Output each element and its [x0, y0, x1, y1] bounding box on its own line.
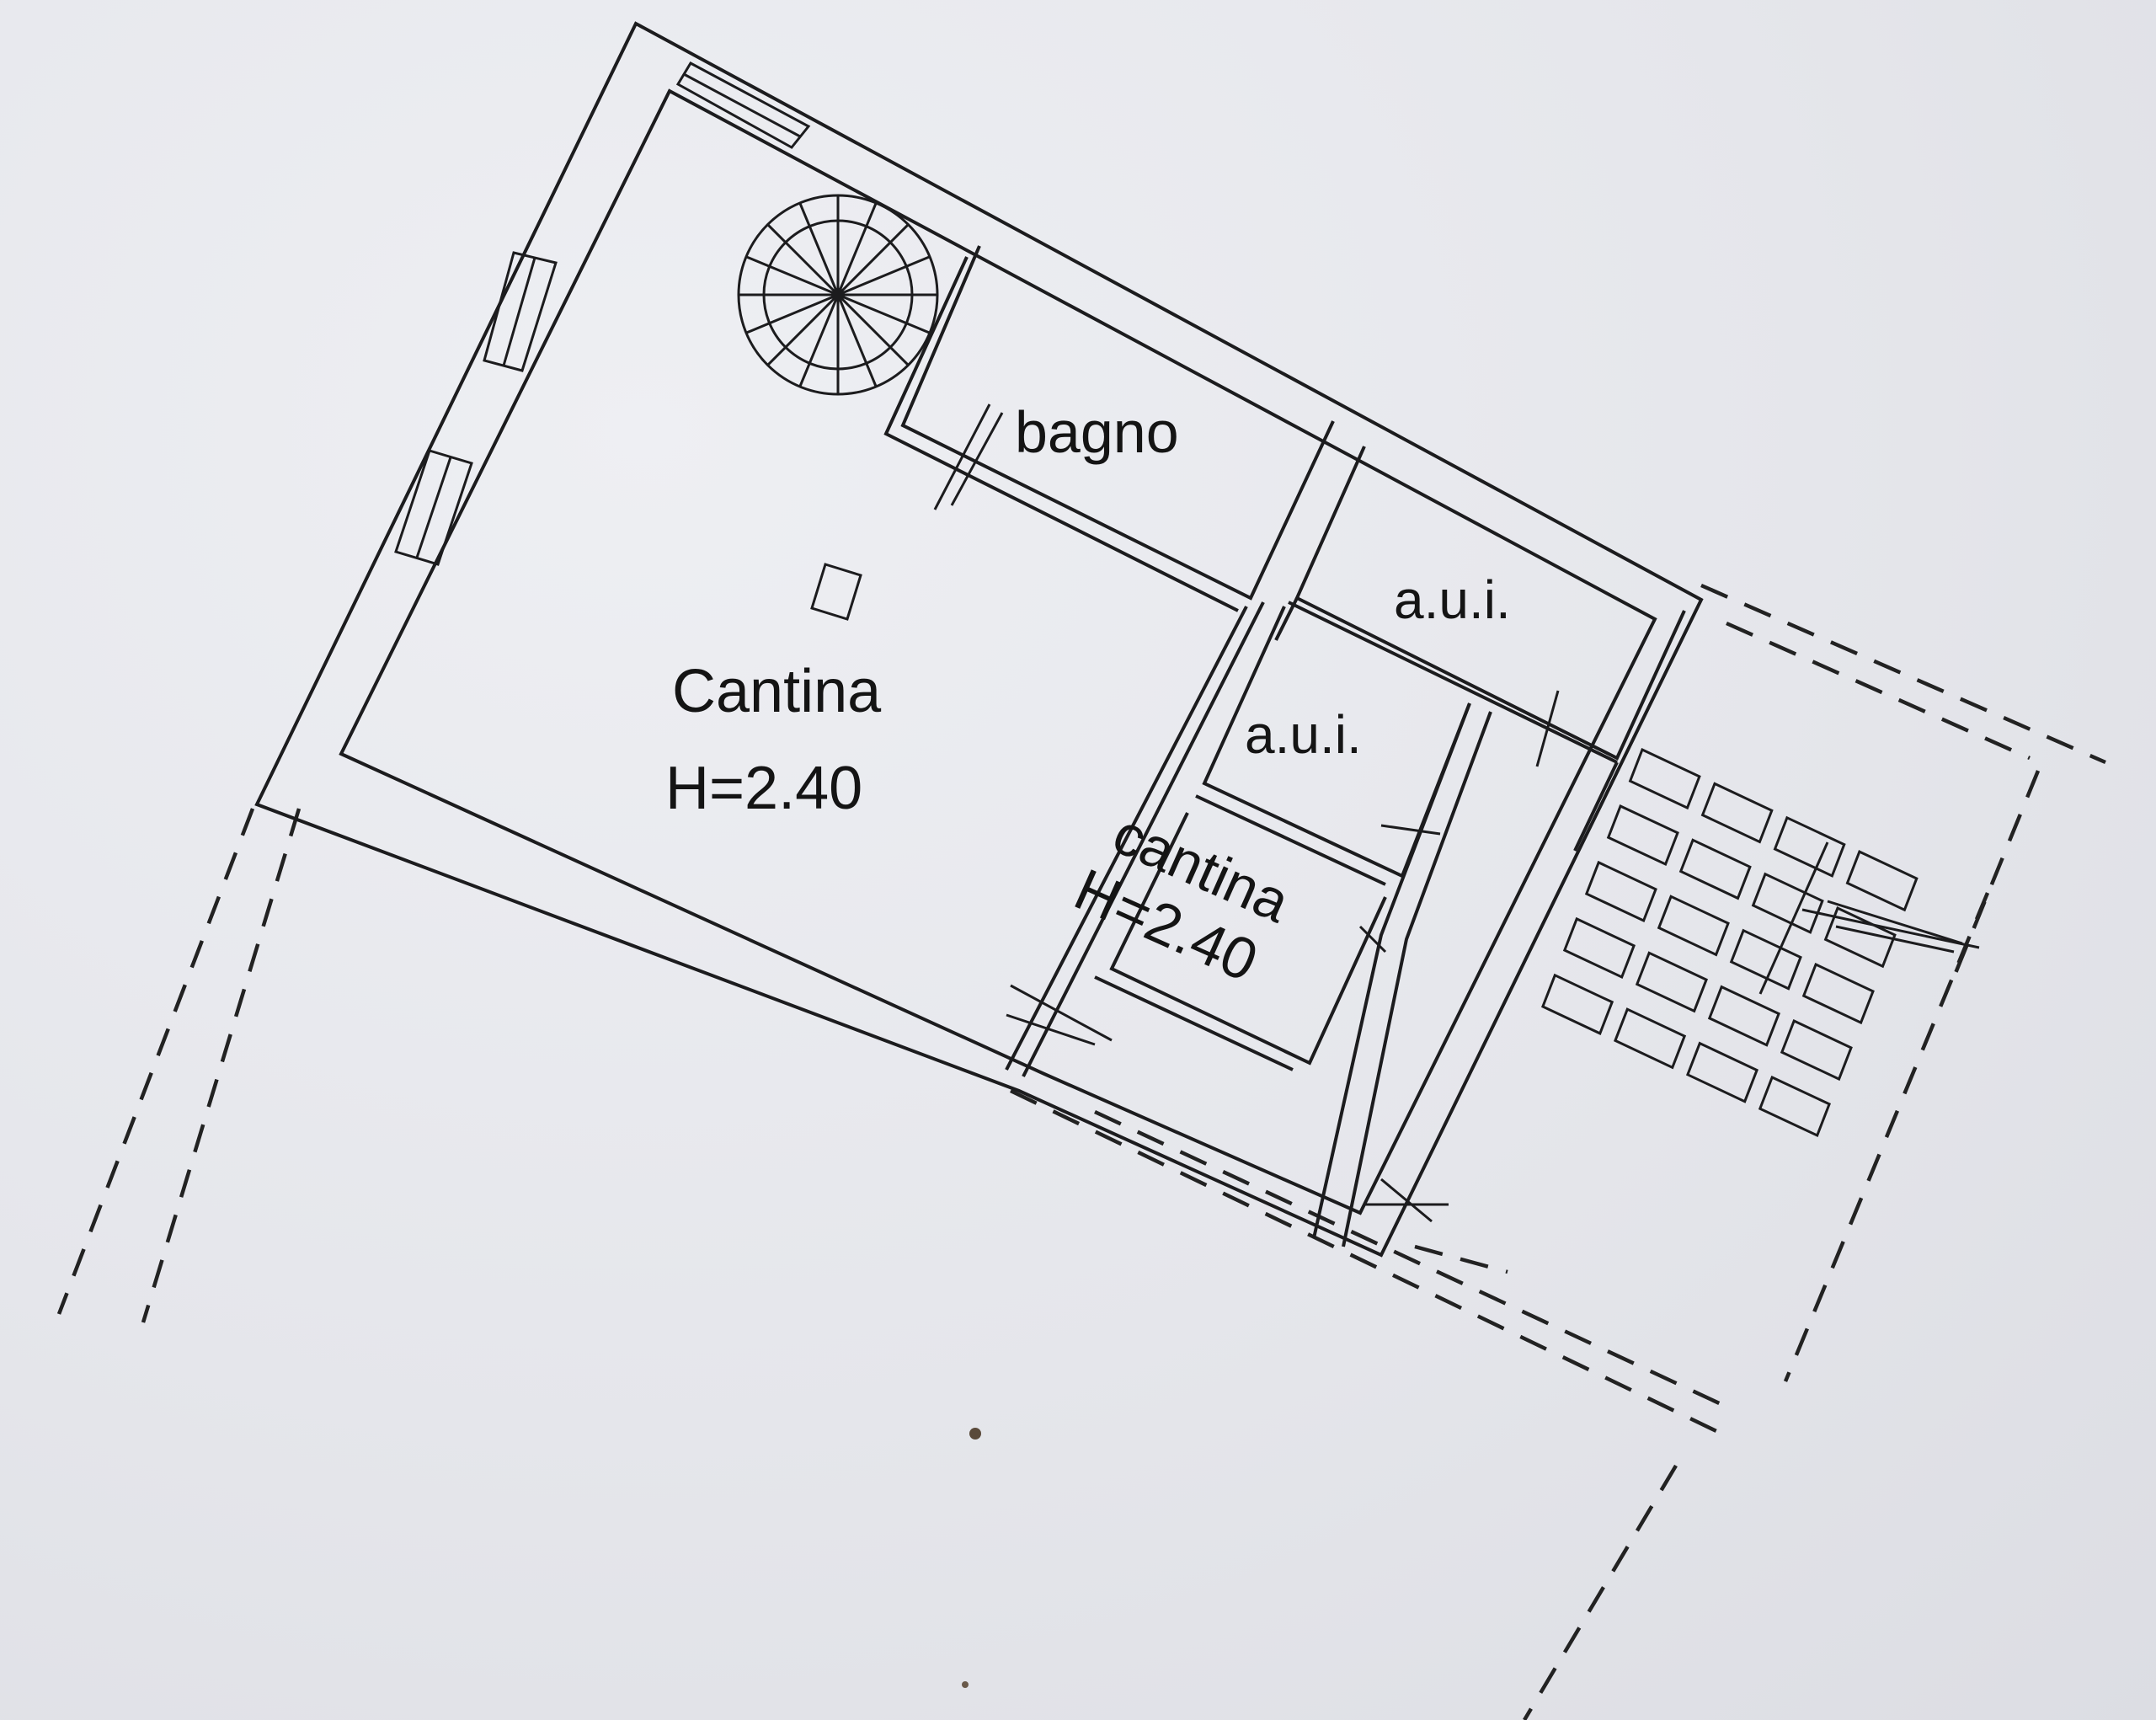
stair-step — [1758, 1075, 1832, 1138]
spiral-staircase-icon — [737, 194, 939, 396]
stair-step — [1801, 962, 1875, 1025]
outer-walls — [254, 21, 1704, 1258]
room-label-aui-lower: a.u.i. — [1245, 704, 1362, 765]
room-label-cantina: Cantina — [672, 658, 882, 725]
stair-step — [1657, 895, 1730, 957]
stair-step — [1606, 804, 1679, 867]
door-marks — [933, 403, 1560, 1223]
stair-step — [1845, 850, 1919, 912]
stair-step — [1584, 860, 1657, 923]
stair-tread — [745, 293, 839, 334]
stair-step — [1707, 985, 1781, 1047]
stairs-icon — [1540, 747, 1919, 1138]
stair-tread — [837, 255, 931, 296]
stair-tread — [836, 293, 910, 366]
stair-step — [1773, 815, 1846, 878]
stair-tread — [766, 223, 840, 296]
stair-step — [1678, 838, 1752, 900]
stair-tread — [837, 293, 931, 334]
room-height-cantina: H=2.40 — [665, 755, 863, 822]
chimney-mark — [810, 563, 862, 621]
room-label-aui-upper: a.u.i. — [1394, 569, 1511, 630]
paper-speck — [969, 1428, 981, 1440]
stair-step — [1635, 951, 1709, 1013]
dashed-projection-lines — [56, 583, 2106, 1720]
stair-step — [1685, 1041, 1759, 1103]
stair-tread — [798, 202, 840, 296]
window-icon — [394, 61, 811, 566]
stair-tread — [836, 202, 878, 296]
stair-tread — [745, 255, 839, 296]
room-label-bagno: bagno — [1015, 399, 1179, 465]
stair-step — [1540, 973, 1614, 1035]
stair-step — [1562, 916, 1636, 980]
stair-tread — [766, 293, 840, 366]
stair-step — [1780, 1018, 1853, 1082]
interior-walls — [883, 245, 1686, 1247]
stair-tread — [836, 294, 878, 387]
stair-step — [1628, 747, 1701, 810]
north-arrow-icon — [1758, 841, 1980, 995]
stair-step — [1700, 782, 1774, 844]
stair-tread — [798, 294, 840, 387]
stair-step — [1613, 1007, 1687, 1070]
stair-step — [1751, 872, 1824, 934]
stair-tread — [836, 223, 910, 296]
paper-speck — [962, 1681, 969, 1688]
